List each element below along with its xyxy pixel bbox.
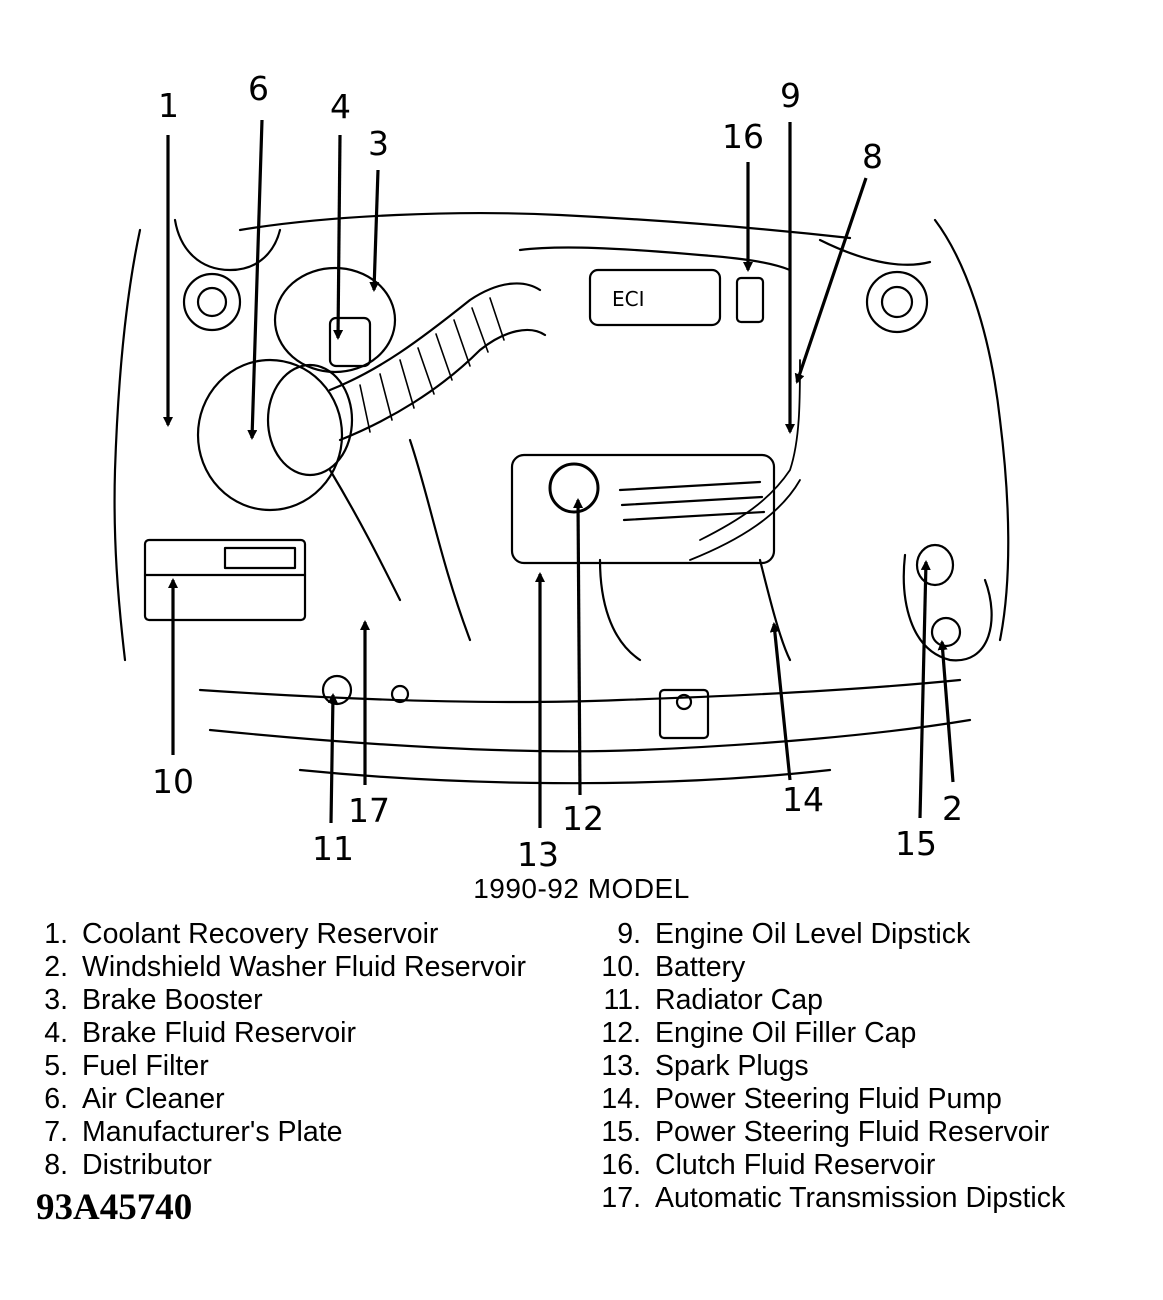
left-strut-tower [182,272,242,332]
arrow-2 [937,640,955,783]
legend-item: 10. Battery [596,951,1065,984]
legend-number: 16. [601,1149,641,1181]
legend-label: Air Cleaner [82,1083,225,1115]
legend-number: 14. [601,1083,641,1115]
callout-3: 3 [368,124,389,163]
legend-label: Distributor [82,1149,212,1181]
callout-17: 17 [348,791,390,830]
legend-number: 11. [603,984,641,1016]
legend-label: Brake Booster [82,984,263,1016]
callout-1: 1 [158,86,179,125]
model-caption: 1990-92 MODEL [473,873,690,904]
callout-12: 12 [562,799,604,838]
legend-item: 8. Distributor [36,1149,526,1182]
intake-plenum [588,268,722,327]
legend-number: 7. [44,1116,68,1148]
right-fender-outline [933,218,1010,642]
callout-6: 6 [248,69,269,108]
legend-label: Battery [655,951,746,983]
legend-item: 7. Manufacturer's Plate [36,1116,526,1149]
callout-2: 2 [942,789,963,828]
legend-label: Windshield Washer Fluid Reservoir [82,951,527,983]
legend-right-column: 9. Engine Oil Level Dipstick 10. Battery 1… [596,918,1065,1215]
legend-item: 6. Air Cleaner [36,1083,526,1116]
arrow-14 [769,622,792,781]
callout-14: 14 [782,780,824,819]
power-steering-fluid-reservoir [915,543,955,587]
callout-9: 9 [780,76,801,115]
right-strut-tower [865,270,929,334]
arrow-8 [794,177,868,384]
callout-10: 10 [152,762,194,801]
legend-number: 6. [44,1083,68,1115]
figure-id: 93A45740 [36,1187,193,1228]
legend-label: Automatic Transmission Dipstick [655,1182,1066,1214]
legend-number: 8. [44,1149,68,1181]
left-fender-outline [113,228,142,662]
legend-number: 13. [601,1050,641,1082]
legend-label: Engine Oil Level Dipstick [655,918,971,950]
callout-13: 13 [517,835,559,874]
oil-filler-cap [548,462,600,514]
legend-item: 12. Engine Oil Filler Cap [596,1017,1065,1050]
engine-eci-label: ECI [612,287,645,311]
brake-fluid-reservoir [328,316,372,368]
legend-number: 2. [44,951,68,983]
legend-label: Power Steering Fluid Pump [655,1083,1002,1115]
legend-item: 9. Engine Oil Level Dipstick [596,918,1065,951]
legend-item: 2. Windshield Washer Fluid Reservoir [36,951,526,984]
arrow-3 [369,169,380,292]
legend-label: Manufacturer's Plate [82,1116,343,1148]
arrow-4 [333,134,344,340]
legend-item: 17. Automatic Transmission Dipstick [596,1182,1065,1215]
valve-cover [510,453,776,565]
legend-number: 15. [601,1116,641,1148]
legend-item: 15. Power Steering Fluid Reservoir [596,1116,1065,1149]
legend-number: 10. [601,951,641,983]
legend-number: 17. [601,1182,641,1214]
legend-label: Power Steering Fluid Reservoir [655,1116,1050,1148]
callout-arrows [163,119,955,828]
legend-number: 9. [617,918,641,950]
battery [143,538,307,622]
legend-number: 12. [601,1017,641,1049]
callout-numbers: 1 6 4 3 16 9 8 10 17 11 13 12 14 15 2 [152,69,963,874]
callout-4: 4 [330,87,351,126]
legend-number: 4. [44,1017,68,1049]
legend-item: 16. Clutch Fluid Reservoir [596,1149,1065,1182]
callout-16: 16 [722,117,764,156]
legend-item: 5. Fuel Filter [36,1050,526,1083]
brake-booster [273,266,397,374]
arrow-12 [573,498,584,796]
engine-bay-drawing [113,212,1010,785]
intake-duct [328,282,542,392]
legend-item: 4. Brake Fluid Reservoir [36,1017,526,1050]
engine-compartment-diagram: ECI 1 6 4 3 16 9 8 10 17 11 13 12 14 15 … [113,69,1010,874]
legend-item: 1. Coolant Recovery Reservoir [36,918,526,951]
legend-number: 3. [44,984,68,1016]
legend-item: 14. Power Steering Fluid Pump [596,1083,1065,1116]
legend-number: 5. [44,1050,68,1082]
legend-item: 13. Spark Plugs [596,1050,1065,1083]
clutch-fluid-reservoir [735,276,765,324]
legend-item: 3. Brake Booster [36,984,526,1017]
legend-label: Radiator Cap [655,984,823,1016]
callout-8: 8 [862,137,883,176]
legend-label: Fuel Filter [82,1050,209,1082]
arrow-11 [327,693,338,824]
washer-fluid-reservoir-cap [930,616,962,648]
arrow-15 [918,560,931,819]
air-cleaner [196,358,344,512]
callout-11: 11 [312,829,354,868]
legend-label: Spark Plugs [655,1050,809,1082]
legend-item: 11. Radiator Cap [596,984,1065,1017]
legend-label: Coolant Recovery Reservoir [82,918,439,950]
arrow-6 [247,119,264,440]
legend-left-column: 1. Coolant Recovery Reservoir 2. Windshiel… [36,918,526,1182]
legend-label: Clutch Fluid Reservoir [655,1149,936,1181]
legend-label: Brake Fluid Reservoir [82,1017,357,1049]
legend-number: 1. [44,918,68,950]
callout-15: 15 [895,824,937,863]
legend-label: Engine Oil Filler Cap [655,1017,917,1049]
